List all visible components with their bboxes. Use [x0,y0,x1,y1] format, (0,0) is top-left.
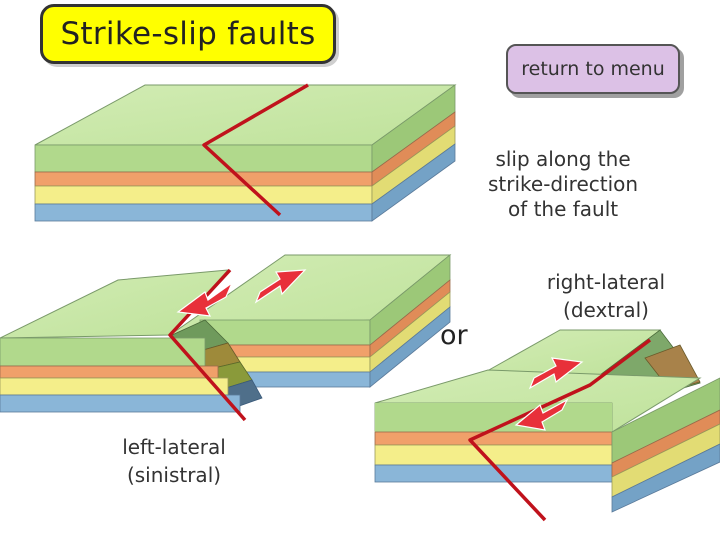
right-lateral-label: right-lateral (dextral) [536,270,676,323]
title-banner: Strike-slip faults [40,4,336,64]
left-lateral-name: left-lateral [122,435,226,459]
slip-description-line-3: of the fault [507,197,619,221]
rl-layer-orange [374,431,613,446]
rl-side-yellow [611,423,720,498]
back-side-blue [369,306,451,388]
rl-layer-yellow [374,444,613,466]
right-lateral-name: right-lateral [546,270,666,294]
fault-line-right [468,338,652,522]
rl-side-blue [611,443,720,513]
layer-blue [34,203,373,222]
side-blue [371,143,456,222]
layer-green [34,144,373,173]
arrow-right-block [254,269,307,304]
rl-side-orange [611,409,720,478]
front-layer-blue [0,394,241,413]
layer-yellow [34,185,373,205]
slip-description-line-1: slip along the [495,147,631,171]
arrow-rl-back [528,357,584,390]
block-left-lateral [0,254,452,422]
fault-line [202,83,309,217]
or-connector: or [440,320,468,351]
rl-side-green [611,377,720,464]
fault-line-left [168,268,247,422]
front-layer-yellow [0,377,229,396]
return-to-menu-button[interactable]: return to menu [506,44,680,94]
return-to-menu-label: return to menu [521,58,665,80]
right-lateral-alt: (dextral) [563,298,649,322]
rl-layer-green-2 [375,403,612,432]
arrow-rl-front [514,398,569,431]
left-lateral-alt: (sinistral) [126,463,222,487]
page-title: Strike-slip faults [60,16,316,52]
block-right-lateral [374,329,720,522]
layer-orange [34,171,373,187]
left-lateral-label: left-lateral (sinistral) [108,435,240,488]
slip-description-line-2: strike-direction [488,172,639,196]
arrow-left-block [176,281,234,317]
slip-description: slip along the strike-direction of the f… [488,147,638,222]
block-intact [34,83,457,222]
front-layer-orange [0,365,219,379]
front-layer-green [0,337,206,367]
